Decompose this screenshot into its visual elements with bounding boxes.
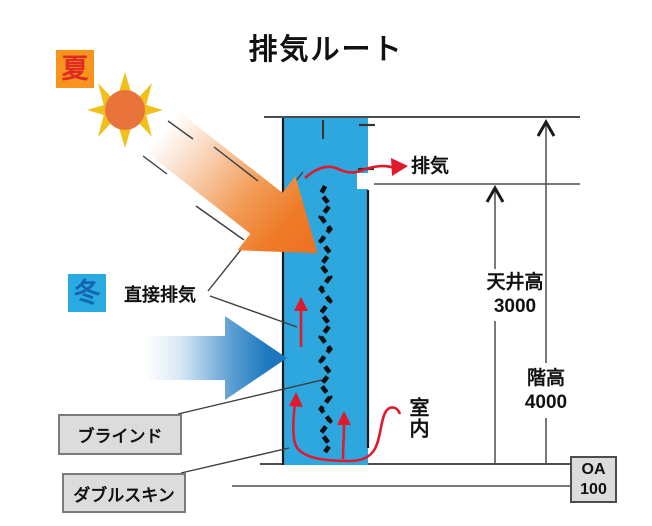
story-height-label: 階高 4000 <box>510 367 582 415</box>
double-skin-leader <box>180 447 290 474</box>
double-skin-label: ダブルスキン <box>73 485 175 505</box>
exhaust-flow-arrow <box>304 158 408 179</box>
blind-leader <box>177 379 323 415</box>
oa-box: OA 100 <box>570 456 617 503</box>
exhaust-vent-opening <box>357 173 369 189</box>
ceiling-height-dimension <box>485 184 505 464</box>
blind-label: ブラインド <box>77 427 163 446</box>
story-height-dimension <box>536 118 556 464</box>
direct-exhaust-leader-lower <box>209 295 298 328</box>
oa-label: OA <box>581 460 606 478</box>
room-intake-flow-arrow <box>289 392 402 463</box>
blind-dashed-line <box>318 184 333 454</box>
ceiling-height-value: 3000 <box>493 296 537 317</box>
page-title: 排気ルート <box>248 34 404 66</box>
summer-beam-arrow <box>142 109 318 254</box>
sun-icon <box>87 72 163 148</box>
direct-exhaust-label: 直接排気 <box>124 285 196 305</box>
story-height-title: 階高 <box>526 368 565 389</box>
double-skin-column <box>281 118 375 465</box>
ceiling-height-label: 天井高 3000 <box>479 271 551 319</box>
indoor-label: 室内 <box>406 397 428 439</box>
airflow-arrows <box>289 158 408 463</box>
oa-value: 100 <box>580 480 607 498</box>
winter-wind-arrow <box>145 316 287 400</box>
blind-label-box: ブラインド <box>58 414 182 455</box>
cavity-updraft-arrow <box>294 297 308 347</box>
story-height-value: 4000 <box>524 392 568 413</box>
exhaust-label: 排気 <box>411 156 450 177</box>
winter-badge: 冬 <box>68 274 106 312</box>
beam-edge-lines <box>142 120 259 241</box>
double-skin-label-box: ダブルスキン <box>62 473 186 513</box>
summer-badge: 夏 <box>56 50 94 88</box>
ceiling-height-title: 天井高 <box>486 272 544 293</box>
